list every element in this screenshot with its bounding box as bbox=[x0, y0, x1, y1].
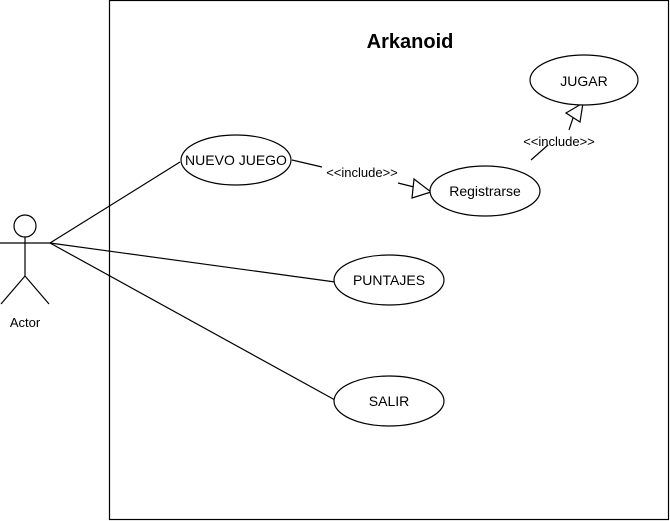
use-case-label: PUNTAJES bbox=[353, 272, 425, 288]
system-boundary bbox=[108, 0, 670, 521]
use-case-label: JUGAR bbox=[560, 73, 607, 89]
use-case-label: NUEVO JUEGO bbox=[185, 152, 287, 168]
include-label-jugar: <<include>> bbox=[523, 134, 595, 149]
actor-head bbox=[13, 214, 37, 238]
include-relation-jugar: <<include>> bbox=[523, 101, 595, 161]
actor-right-leg bbox=[24, 275, 50, 305]
association-puntajes bbox=[49, 242, 336, 283]
association-nuevo-juego bbox=[49, 161, 181, 244]
association-salir bbox=[49, 242, 336, 401]
include-label-registrarse: <<include>> bbox=[326, 165, 398, 180]
include-relation-registrarse: <<include>> bbox=[291, 159, 433, 199]
use-case-label: Registrarse bbox=[449, 183, 521, 199]
system-title: Arkanoid bbox=[367, 31, 454, 53]
use-case-registrarse[interactable]: Registrarse bbox=[429, 165, 541, 217]
use-case-salir[interactable]: SALIR bbox=[333, 375, 445, 427]
actor-label: Actor bbox=[10, 315, 41, 330]
actor[interactable]: Actor bbox=[0, 214, 50, 330]
include-arrowhead bbox=[411, 177, 433, 199]
include-arrowhead bbox=[564, 101, 584, 124]
use-case-jugar[interactable]: JUGAR bbox=[529, 54, 639, 106]
use-case-nuevo-juego[interactable]: NUEVO JUEGO bbox=[180, 134, 292, 186]
use-case-puntajes[interactable]: PUNTAJES bbox=[333, 254, 445, 306]
use-case-label: SALIR bbox=[369, 393, 409, 409]
actor-left-leg bbox=[0, 275, 26, 305]
